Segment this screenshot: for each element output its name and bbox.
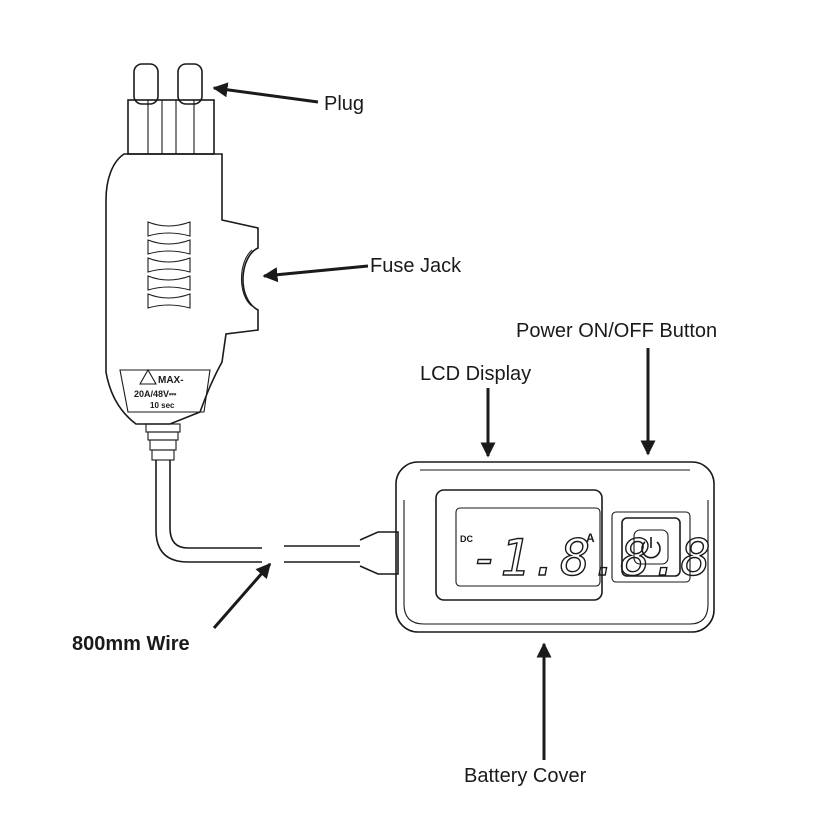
wire: [155, 460, 399, 575]
callout-arrows: [212, 82, 656, 760]
battery-cover-label: Battery Cover: [464, 765, 587, 787]
power-icon: [641, 537, 661, 559]
power-button[interactable]: [611, 511, 691, 583]
max-rating-line2: 20A/48V⎓: [134, 389, 177, 399]
strain-relief: [145, 423, 181, 461]
wire-arrow: [212, 562, 272, 629]
plug-arrow: [212, 82, 319, 104]
lcd-display: [435, 489, 603, 601]
lcd-dc-label: DC: [460, 534, 473, 544]
wire-label: 800mm Wire: [72, 633, 190, 655]
grip-ribs: [147, 221, 191, 309]
probe-body: [105, 153, 259, 425]
lcd-digits: -1.8.8.8: [470, 529, 711, 587]
plug-label: Plug: [324, 93, 364, 115]
fuse-jack-arrow: [262, 264, 369, 283]
lcd-unit: A: [586, 531, 595, 545]
lcd-display-label: LCD Display: [420, 363, 531, 385]
rating-label: MAX- 20A/48V⎓ 10 sec: [119, 368, 211, 413]
max-rating-line1: MAX-: [158, 375, 184, 386]
max-rating-line3: 10 sec: [150, 401, 175, 410]
fuse-probe: MAX- 20A/48V⎓ 10 sec: [105, 63, 259, 461]
meter-body: DC -1.8.8.8 A: [395, 461, 715, 633]
plug-prongs: [127, 63, 215, 155]
power-button-label: Power ON/OFF Button: [516, 320, 717, 342]
warning-triangle-icon: [139, 368, 157, 385]
fuse-jack-slot: [241, 249, 253, 307]
fuse-jack-label: Fuse Jack: [370, 255, 462, 277]
